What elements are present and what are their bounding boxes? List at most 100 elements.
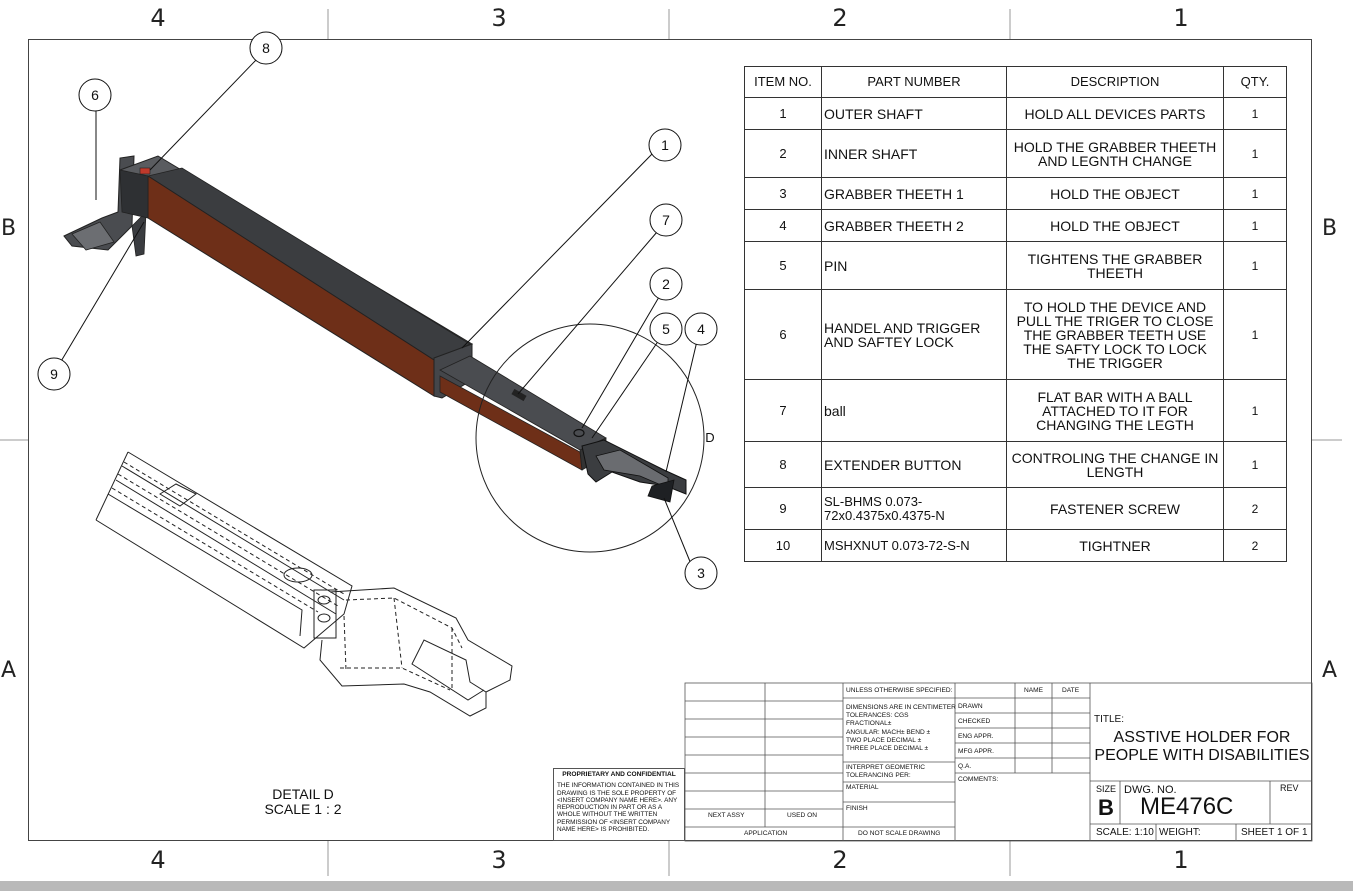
tb-drawn: DRAWN — [958, 703, 983, 710]
zone-top-3: 3 — [491, 4, 507, 32]
balloon-1 — [648, 128, 682, 162]
zone-top-4: 4 — [150, 4, 166, 32]
bom-header-qty: QTY. — [1223, 66, 1287, 98]
extender-button — [139, 167, 151, 175]
tb-dims2: TOLERANCES: CGS — [846, 712, 909, 719]
bom-desc: TIGHTENS THE GRABBER THEETH — [1006, 241, 1224, 290]
bom-qty: 2 — [1223, 529, 1287, 562]
bom-header-row: ITEM NO. PART NUMBER DESCRIPTION QTY. — [744, 66, 1287, 98]
tb-dims1: DIMENSIONS ARE IN CENTIMETER — [846, 704, 956, 711]
balloon-7 — [649, 203, 683, 237]
bom-item: 5 — [744, 241, 822, 290]
tb-rev-label: REV — [1280, 783, 1299, 793]
zone-ticks — [0, 9, 1342, 876]
table-row: 4 GRABBER THEETH 2 HOLD THE OBJECT 1 — [744, 209, 1287, 242]
bom-qty: 1 — [1223, 241, 1287, 290]
bom-item: 10 — [744, 529, 822, 562]
zone-bottom-1: 1 — [1173, 846, 1189, 874]
bom-desc: FASTENER SCREW — [1006, 487, 1224, 530]
table-row: 9 SL-BHMS 0.073-72x0.4375x0.4375-N FASTE… — [744, 487, 1287, 530]
tb-weight: WEIGHT: — [1159, 827, 1201, 838]
zone-bottom-3: 3 — [491, 846, 507, 874]
outer-shaft-front — [147, 175, 435, 397]
balloon-5-text: 5 — [662, 321, 670, 337]
balloon-8 — [249, 31, 283, 65]
bom-item: 6 — [744, 289, 822, 380]
zone-right-a: A — [1322, 658, 1338, 683]
bom-item: 1 — [744, 97, 822, 130]
bom-qty: 1 — [1223, 177, 1287, 210]
proprietary-body: THE INFORMATION CONTAINED IN THIS DRAWIN… — [557, 782, 680, 834]
balloon-3-text: 3 — [697, 565, 705, 581]
bom-qty: 1 — [1223, 289, 1287, 380]
tb-size: B — [1098, 795, 1114, 820]
bom-part: PIN — [821, 241, 1007, 290]
zone-left-a: A — [1, 658, 17, 683]
detail-circle-label: D — [705, 430, 714, 445]
balloon-4-text: 4 — [697, 321, 705, 337]
zone-left-b: B — [1, 216, 17, 241]
tb-dims4: ANGULAR: MACH± BEND ± — [846, 729, 931, 736]
proprietary-notice: PROPRIETARY AND CONFIDENTIAL THE INFORMA… — [553, 768, 685, 841]
balloon-2 — [649, 267, 683, 301]
window-bottom-bar — [0, 881, 1353, 891]
tb-do-not-scale: DO NOT SCALE DRAWING — [858, 830, 941, 837]
balloon-9 — [37, 357, 71, 391]
tb-scale: SCALE: 1:10 — [1096, 827, 1154, 838]
bom-item: 9 — [744, 487, 822, 530]
tb-next-assy: NEXT ASSY — [708, 812, 745, 819]
bom-part: MSHXNUT 0.073-72-S-N — [821, 529, 1007, 562]
drawing-title-line1: ASSTIVE HOLDER FOR — [1113, 729, 1291, 746]
balloon-7-text: 7 — [662, 212, 670, 228]
tb-title-label: TITLE: — [1094, 714, 1125, 725]
bom-item: 7 — [744, 379, 822, 442]
bom-desc: CONTROLING THE CHANGE IN LENGTH — [1006, 441, 1224, 488]
bom-header-item: ITEM NO. — [744, 66, 822, 98]
bom-part: SL-BHMS 0.073-72x0.4375x0.4375-N — [821, 487, 1007, 530]
bom-qty: 1 — [1223, 129, 1287, 178]
table-row: 2 INNER SHAFT HOLD THE GRABBER THEETH AN… — [744, 129, 1287, 178]
bom-qty: 2 — [1223, 487, 1287, 530]
trigger — [131, 210, 147, 257]
balloon-5 — [649, 312, 683, 346]
bom-desc: HOLD ALL DEVICES PARTS — [1006, 97, 1224, 130]
detail-title: DETAIL D — [272, 786, 334, 802]
bom-part: ball — [821, 379, 1007, 442]
proprietary-heading: PROPRIETARY AND CONFIDENTIAL — [562, 771, 676, 778]
tb-finish: FINISH — [846, 805, 868, 812]
zone-top-1: 1 — [1173, 4, 1189, 32]
table-row: 10 MSHXNUT 0.073-72-S-N TIGHTNER 2 — [744, 529, 1287, 562]
table-row: 8 EXTENDER BUTTON CONTROLING THE CHANGE … — [744, 441, 1287, 488]
detail-d-view — [95, 451, 513, 717]
assembly-view — [63, 155, 687, 503]
bom-item: 4 — [744, 209, 822, 242]
bom-qty: 1 — [1223, 97, 1287, 130]
bom-part: GRABBER THEETH 1 — [821, 177, 1007, 210]
bom-part: EXTENDER BUTTON — [821, 441, 1007, 488]
tb-date: DATE — [1062, 687, 1080, 694]
tb-name: NAME — [1024, 687, 1044, 694]
zone-right-b: B — [1322, 216, 1338, 241]
bom-desc: HOLD THE OBJECT — [1006, 177, 1224, 210]
tb-dwg-label: DWG. NO. — [1124, 784, 1177, 796]
bill-of-materials-table: ITEM NO. PART NUMBER DESCRIPTION QTY. 1 … — [744, 66, 1287, 562]
table-row: 3 GRABBER THEETH 1 HOLD THE OBJECT 1 — [744, 177, 1287, 210]
bom-item: 3 — [744, 177, 822, 210]
tb-interpret2: TOLERANCING PER: — [846, 772, 911, 779]
tb-eng: ENG APPR. — [958, 733, 994, 740]
tb-comments: COMMENTS: — [958, 776, 999, 783]
tb-interpret1: INTERPRET GEOMETRIC — [846, 764, 926, 771]
tb-dwg-no: ME476C — [1140, 793, 1234, 820]
table-row: 5 PIN TIGHTENS THE GRABBER THEETH 1 — [744, 241, 1287, 290]
bom-part: HANDEL AND TRIGGER AND SAFTEY LOCK — [821, 289, 1007, 380]
balloon-6-text: 6 — [91, 87, 99, 103]
table-row: 1 OUTER SHAFT HOLD ALL DEVICES PARTS 1 — [744, 97, 1287, 130]
balloon-3 — [684, 556, 718, 590]
balloon-9-text: 9 — [50, 366, 58, 382]
detail-circle — [475, 323, 705, 553]
tb-sheet: SHEET 1 OF 1 — [1241, 827, 1308, 838]
drawing-title-line2: PEOPLE WITH DISABILITIES — [1094, 747, 1310, 764]
tb-mfg: MFG APPR. — [958, 748, 994, 755]
tb-material: MATERIAL — [846, 784, 879, 791]
tb-unless: UNLESS OTHERWISE SPECIFIED: — [846, 687, 953, 694]
